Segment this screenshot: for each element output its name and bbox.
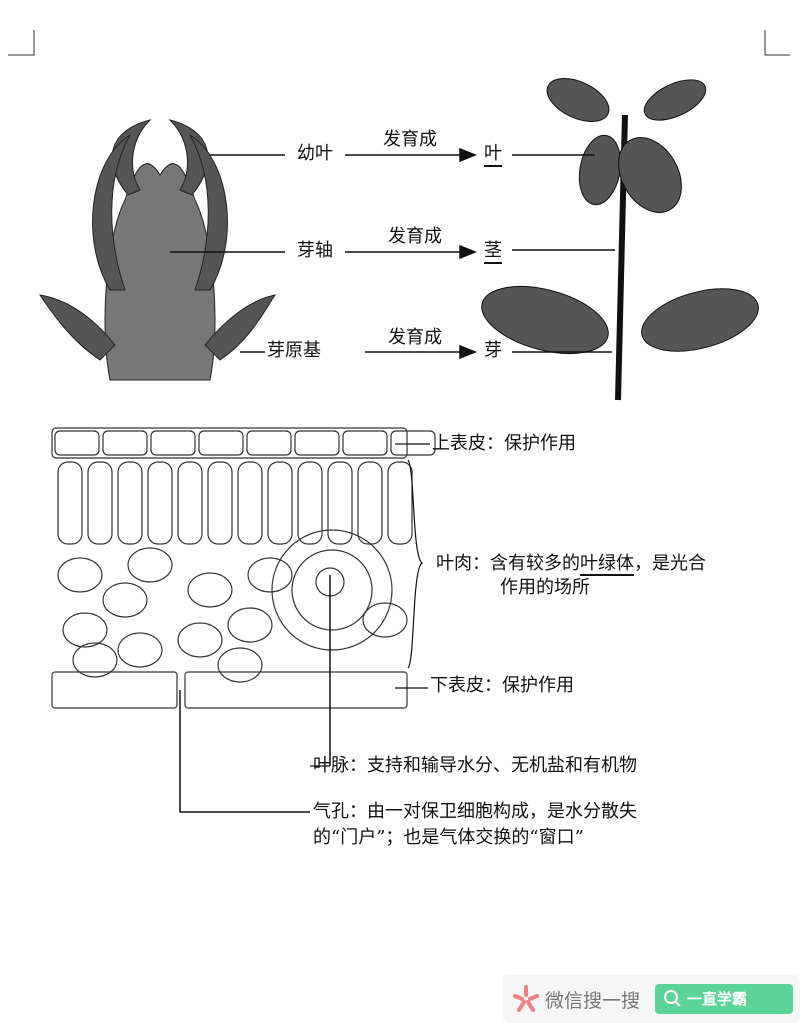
- label-develops-into: 发育成: [388, 327, 442, 348]
- label-stoma-line2: 的“门户”；也是气体交换的“窗口”: [313, 827, 584, 848]
- wechat-search-logo-icon: [513, 985, 539, 1012]
- epidermis-cell: [294, 430, 340, 456]
- crop-marks: [8, 30, 790, 56]
- palisade-cell: [177, 461, 203, 545]
- label-bud-primordium: 芽原基: [267, 340, 321, 361]
- spongy-cell: [177, 622, 223, 658]
- palisade-cell: [327, 461, 353, 545]
- label-stem: 茎: [484, 240, 502, 264]
- plant-illustration: [481, 78, 759, 401]
- epidermis-cell: [54, 430, 100, 456]
- label-lower-epidermis: 下表皮：保护作用: [430, 675, 574, 696]
- palisade-cell: [207, 461, 233, 545]
- bud-arrows: [170, 147, 615, 360]
- spongy-cell: [127, 547, 173, 583]
- spongy-cell: [72, 642, 118, 678]
- search-button[interactable]: 一直学霸: [655, 984, 793, 1014]
- label-young-leaf: 幼叶: [297, 143, 333, 164]
- spongy-cell: [62, 612, 108, 648]
- epidermis-cell: [150, 430, 196, 456]
- spongy-cell: [117, 632, 163, 668]
- spongy-cell: [247, 557, 293, 593]
- spongy-cell: [227, 607, 273, 643]
- palisade-cell: [57, 461, 83, 545]
- search-button-label: 一直学霸: [687, 990, 748, 1008]
- leaf-cross-section: [51, 427, 436, 813]
- mesophyll-text-end: ，是光合: [634, 553, 706, 574]
- mesophyll-text: 叶肉：含有较多的: [436, 553, 580, 574]
- label-develops-into: 发育成: [383, 129, 437, 150]
- search-icon: [664, 990, 681, 1007]
- epidermis-cell: [198, 430, 244, 456]
- spongy-cell: [187, 572, 233, 608]
- palisade-cell: [87, 461, 113, 545]
- label-bud-axis: 芽轴: [297, 240, 333, 261]
- search-label: 微信搜一搜: [545, 990, 641, 1012]
- spongy-cell: [102, 582, 148, 618]
- bud-illustration: [38, 119, 277, 381]
- label-upper-epidermis: 上表皮：保护作用: [432, 433, 576, 454]
- palisade-cell: [387, 461, 413, 545]
- palisade-cell: [117, 461, 143, 545]
- epidermis-cell: [342, 430, 388, 456]
- label-bud: 芽: [484, 340, 502, 361]
- wechat-search-watermark[interactable]: 微信搜一搜 一直学霸: [503, 975, 800, 1023]
- label-develops-into: 发育成: [388, 226, 442, 247]
- palisade-cell: [357, 461, 383, 545]
- label-vein: 叶脉：支持和输导水分、无机盐和有机物: [313, 755, 637, 776]
- chloroplast-text: 叶绿体: [580, 553, 634, 576]
- palisade-cell: [237, 461, 263, 545]
- palisade-cell: [297, 461, 323, 545]
- label-mesophyll: 叶肉：含有较多的叶绿体，是光合: [436, 553, 706, 576]
- epidermis-cell: [246, 430, 292, 456]
- label-leaf: 叶: [484, 143, 502, 167]
- spongy-cell: [217, 647, 263, 683]
- epidermis-cell: [390, 430, 436, 456]
- label-stoma: 气孔：由一对保卫细胞构成，是水分散失: [313, 801, 637, 822]
- spongy-cell: [57, 557, 103, 593]
- spongy-cell: [362, 602, 408, 638]
- palisade-cell: [267, 461, 293, 545]
- label-mesophyll-line2: 作用的场所: [500, 577, 590, 598]
- palisade-cell: [147, 461, 173, 545]
- epidermis-cell: [102, 430, 148, 456]
